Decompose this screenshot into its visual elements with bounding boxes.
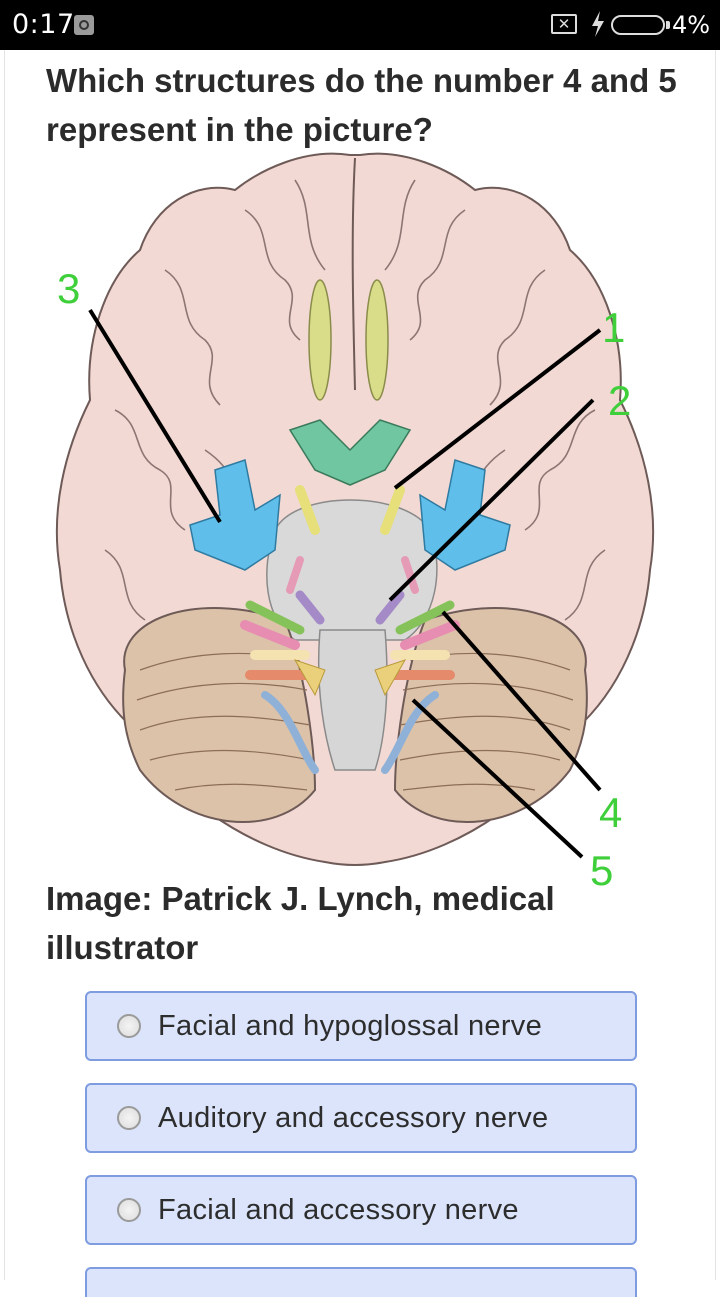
- status-time: 0:17: [12, 9, 75, 40]
- radio-button-icon[interactable]: [117, 1198, 141, 1222]
- battery-icon: [611, 15, 670, 35]
- answer-option-label: Auditory and accessory nerve: [158, 1102, 549, 1134]
- label-2: 2: [608, 377, 631, 424]
- image-credit: Image: Patrick J. Lynch, medical illustr…: [46, 880, 555, 966]
- answer-option-label: Facial and hypoglossal nerve: [158, 1010, 543, 1042]
- battery-percent: 4%: [672, 11, 711, 39]
- answer-option-2[interactable]: Auditory and accessory nerve: [85, 1083, 637, 1153]
- answer-option-3[interactable]: Facial and accessory nerve: [85, 1175, 637, 1245]
- label-5: 5: [590, 847, 613, 894]
- charging-bolt-icon: [592, 11, 604, 37]
- radio-button-icon[interactable]: [117, 1014, 141, 1038]
- answer-option-1[interactable]: Facial and hypoglossal nerve: [85, 991, 637, 1061]
- no-sim-icon: ✕: [551, 14, 577, 34]
- status-bar: 0:17 ✕ 4%: [0, 0, 720, 50]
- answer-option-4-partial[interactable]: [85, 1267, 637, 1297]
- label-1: 1: [602, 304, 625, 351]
- brain-base-illustration: 1 2 3 4 5: [55, 152, 655, 894]
- radio-button-icon[interactable]: [117, 1106, 141, 1130]
- app-notification-icon: [74, 15, 94, 35]
- answer-option-label: Facial and accessory nerve: [158, 1194, 519, 1226]
- quiz-content[interactable]: Which structures do the number 4 and 5 r…: [4, 50, 716, 1297]
- question-text: Which structures do the number 4 and 5 r…: [46, 62, 677, 148]
- label-4: 4: [599, 789, 622, 836]
- label-3: 3: [57, 265, 80, 312]
